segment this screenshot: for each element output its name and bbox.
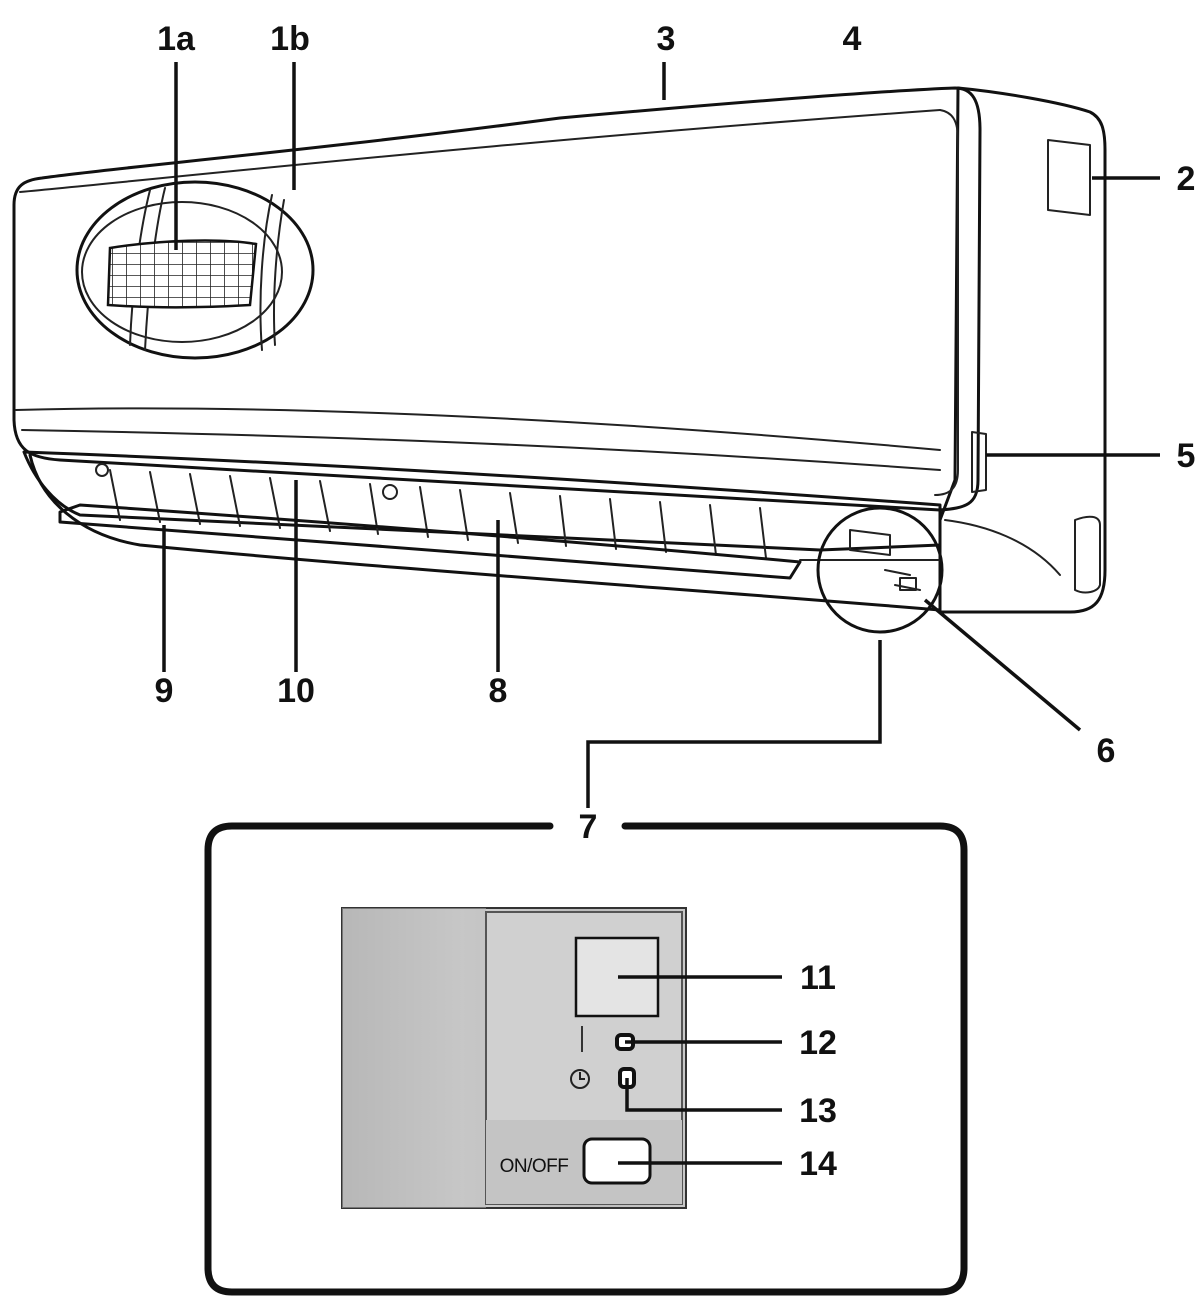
unit-side-panel	[938, 86, 1107, 614]
flap-pivot-left	[95, 463, 109, 477]
detail-box: ON/OFF 11 12 13 14	[204, 822, 968, 1296]
display-window-small	[849, 529, 891, 556]
filter-mesh	[106, 239, 258, 309]
label-1b: 1b	[270, 20, 310, 58]
air-filter-cutaway	[75, 180, 315, 360]
leader-lines	[162, 62, 1160, 808]
indoor-unit	[12, 86, 1107, 634]
horizontal-flap	[58, 503, 802, 580]
signal-receiver-window	[1047, 139, 1091, 216]
callout-labels: 1a 1b 3 4 2 5 6 9 10 8 7	[155, 20, 1196, 846]
clock-icon	[570, 1069, 590, 1089]
label-3: 3	[657, 20, 676, 58]
label-6: 6	[1097, 732, 1116, 770]
air-outlet	[22, 450, 942, 552]
label-13: 13	[799, 1092, 837, 1130]
label-12: 12	[799, 1024, 837, 1062]
label-4: 4	[843, 20, 862, 58]
label-10: 10	[277, 672, 315, 710]
detail-leader-lines	[618, 975, 782, 1165]
label-5: 5	[1177, 437, 1196, 475]
display-zoom-circle	[816, 506, 944, 634]
flap-pivot-center	[382, 484, 398, 500]
label-9: 9	[155, 672, 174, 710]
control-panel: ON/OFF	[341, 907, 687, 1209]
label-7: 7	[579, 808, 598, 846]
label-1a: 1a	[157, 20, 196, 58]
label-8: 8	[489, 672, 508, 710]
on-off-label: ON/OFF	[500, 1156, 569, 1177]
label-11: 11	[800, 959, 836, 997]
side-vent	[1074, 515, 1101, 594]
label-2: 2	[1177, 160, 1196, 198]
emergency-button	[971, 431, 987, 493]
on-off-button[interactable]	[582, 1137, 652, 1185]
label-14: 14	[799, 1145, 837, 1183]
